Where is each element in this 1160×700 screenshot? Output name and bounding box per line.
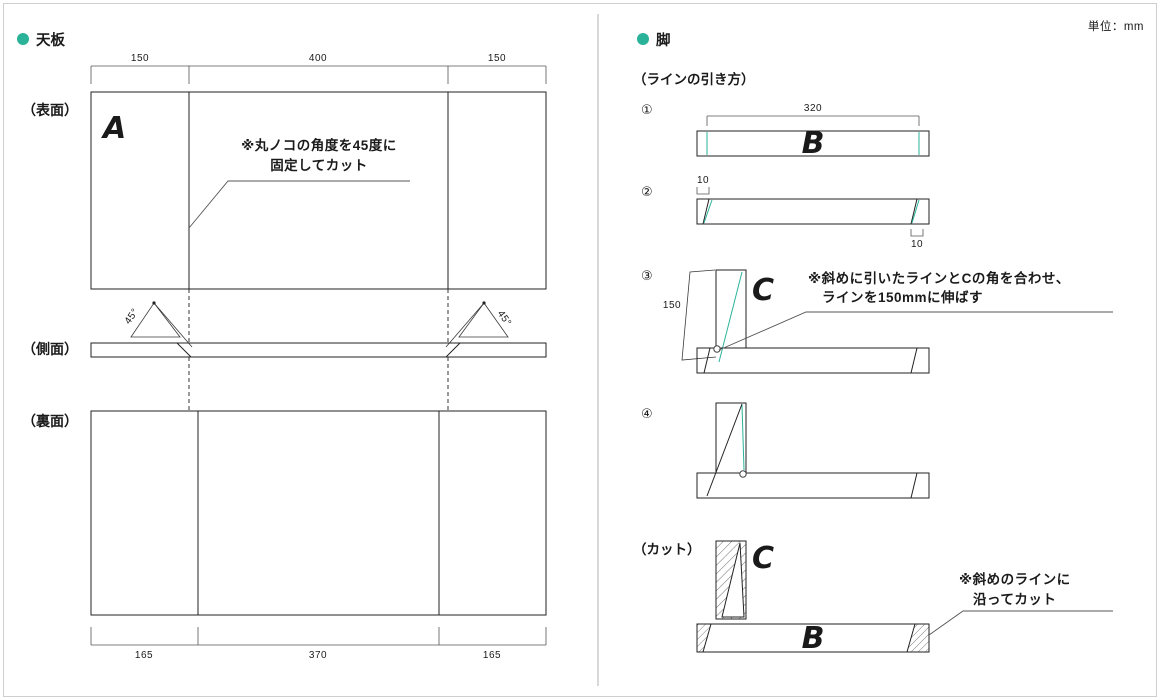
cut-annotation-line2: 沿ってカット [973, 592, 1056, 607]
dim-top-2: 400 [309, 53, 327, 64]
step-1-diagram: 320 [696, 103, 930, 157]
piece-letter-a: A [101, 111, 126, 146]
dim-bottom-1: 165 [135, 650, 153, 661]
dim-top-1: 150 [131, 53, 149, 64]
dim-bottom-3: 165 [483, 650, 501, 661]
filled-circle-icon-right [637, 33, 649, 45]
cut-heading: （カット） [633, 542, 701, 557]
top-dimension-chain: 150 400 150 [90, 53, 547, 84]
side-view [90, 342, 547, 358]
dim-bottom-2: 370 [309, 650, 327, 661]
cut-piece-b [696, 610, 1113, 653]
step-3-dimension: 150 [663, 300, 681, 311]
step-3-annotation-line1: ※斜めに引いたラインとCの角を合わせ、 [808, 270, 1070, 286]
step-2-dimension-top: 10 [697, 175, 709, 186]
unit-note: 単位：mm [1088, 19, 1144, 33]
lines-subheading: （ラインの引き方） [633, 71, 755, 87]
step-number-3: ③ [641, 268, 653, 283]
page-border [3, 3, 1157, 697]
cut-annotation-line1: ※斜めのラインに [959, 571, 1071, 587]
view-label-side: （側面） [22, 341, 78, 357]
angle-label-left: 45° [123, 307, 142, 327]
bottom-dimension-chain: 165 370 165 [90, 627, 547, 661]
right-section-title: 脚 [656, 32, 671, 49]
step-3-annotation-line2: ラインを150mmに伸ばす [822, 289, 983, 305]
step-number-4: ④ [641, 406, 653, 421]
back-surface-view [90, 410, 547, 616]
piece-letter-c-cut: C [752, 541, 774, 576]
angle-marker-right: 45° [445, 301, 514, 348]
piece-letter-b-step1: B [802, 126, 825, 161]
step-1-dimension: 320 [804, 103, 822, 114]
angle-label-right: 45° [495, 309, 514, 329]
step-2-dimension-bottom: 10 [911, 239, 923, 250]
view-label-front: （表面） [22, 102, 78, 118]
step-number-2: ② [641, 184, 653, 199]
filled-circle-icon [17, 33, 29, 45]
step-3-diagram: 150 [663, 269, 1113, 374]
annotation-leader-front [188, 180, 410, 229]
piece-letter-c-step3: C [752, 273, 774, 308]
step-4-diagram [696, 402, 930, 499]
dim-top-3: 150 [488, 53, 506, 64]
cut-piece-c [715, 540, 747, 620]
annotation-front-line2: 固定してカット [270, 157, 368, 173]
left-section-title: 天板 [36, 31, 65, 49]
piece-letter-b-cut: B [802, 621, 825, 656]
step-2-diagram: 10 10 [696, 175, 930, 250]
angle-marker-left: 45° [123, 301, 193, 348]
step-number-1: ① [641, 102, 653, 117]
top-surface-view [90, 91, 547, 290]
view-label-back: （裏面） [22, 413, 78, 429]
annotation-front-line1: ※丸ノコの角度を45度に [241, 137, 397, 153]
